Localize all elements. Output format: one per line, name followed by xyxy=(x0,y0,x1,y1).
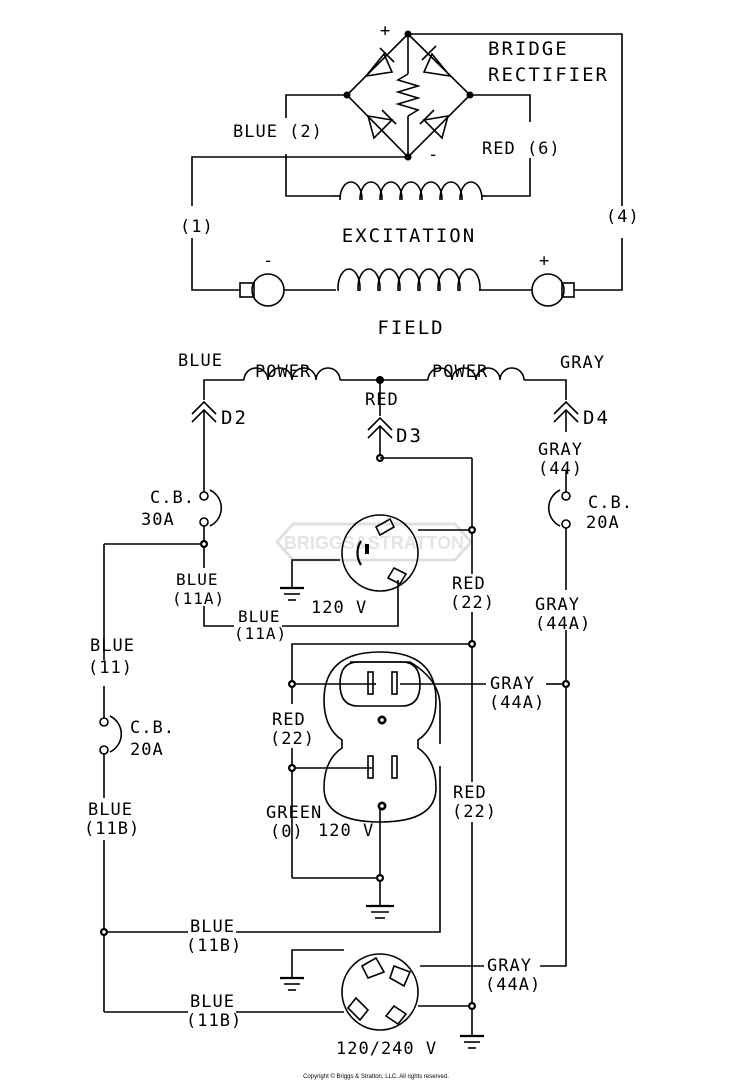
lead-red-6-label: RED (6) xyxy=(482,139,561,159)
lead-blue-2-label: BLUE (2) xyxy=(233,122,323,142)
diode-top-left xyxy=(364,47,395,78)
wire-gray-44a-top-line2: (44A) xyxy=(535,614,591,634)
field-plus-sign: + xyxy=(539,251,550,271)
lead-4-label: (4) xyxy=(606,207,640,227)
rectifier-title-line1: BRIDGE xyxy=(488,38,569,60)
connector-d2-label: D2 xyxy=(221,407,248,429)
wire-labels: GRAY (44) BLUE (11A) BLUE (11A) RED (22)… xyxy=(84,440,591,1031)
twist-lock-120-240v-label: 120/240 V xyxy=(336,1039,437,1059)
wire-blue-11b-left-line2: (11B) xyxy=(84,819,140,839)
power-windings: POWER POWER BLUE RED GRAY xyxy=(178,351,605,416)
ground-symbol-twist-lock xyxy=(280,559,340,601)
wire-gray-44a-top-line1: GRAY xyxy=(535,595,580,615)
power-lead-gray-label: GRAY xyxy=(560,353,605,373)
wire-gray-44a-bottom-line2: (44A) xyxy=(485,975,541,995)
breaker-30a: C.B. 30A xyxy=(141,488,223,544)
wire-blue-11a-top-line2: (11A) xyxy=(172,589,225,608)
twist-lock-120v-label: 120 V xyxy=(311,598,367,618)
lead-1-label: (1) xyxy=(180,217,214,237)
twist-lock-receptacle-120-240v: 120/240 V xyxy=(336,953,437,1059)
wire-gray-44a-mid-line2: (44A) xyxy=(489,693,545,713)
power-winding-left-label: POWER xyxy=(255,362,311,382)
diode-bottom-right xyxy=(419,109,450,140)
wire-red-22-right-line1: RED xyxy=(453,783,487,803)
wire-blue-11b-mid-line2: (11B) xyxy=(186,936,242,956)
cb20-left-label-line1: C.B. xyxy=(130,718,175,738)
field-circuit: - + FIELD xyxy=(191,238,623,339)
wire-green-0-line2: (0) xyxy=(270,822,304,842)
cb20-right-label-line2: 20A xyxy=(586,513,620,533)
cb30-label-line2: 30A xyxy=(141,510,175,530)
wire-red-22-right-line2: (22) xyxy=(452,802,497,822)
cb30-label-line1: C.B. xyxy=(150,488,195,508)
bridge-rectifier: + - BRIDGE RECTIFIER xyxy=(343,21,609,165)
connector-d4: D4 xyxy=(553,400,610,432)
diode-top-right xyxy=(421,45,452,78)
cb20-left-label-line2: 20A xyxy=(130,740,164,760)
wire-red-22-top-line1: RED xyxy=(452,574,486,594)
wire-red-22-left-line1: RED xyxy=(272,710,306,730)
wire-red-22-left-line2: (22) xyxy=(270,729,315,749)
power-winding-right-label: POWER xyxy=(432,362,488,382)
wire-blue-11b-bottom-line2: (11B) xyxy=(186,1011,242,1031)
cb20-right-label-line1: C.B. xyxy=(588,493,633,513)
twist-lock-receptacle-120v: 120 V xyxy=(311,514,419,618)
wire-gray-44a-bottom-line1: GRAY xyxy=(487,956,532,976)
wire-blue-11b-bottom-line1: BLUE xyxy=(190,992,235,1012)
rectifier-minus-sign: - xyxy=(428,145,439,165)
ground-symbol-red-22 xyxy=(460,1034,484,1049)
ground-symbol-120-240 xyxy=(280,949,344,991)
diode-bottom-left xyxy=(366,109,397,140)
wire-gray-44-line2: (44) xyxy=(538,459,583,479)
field-minus-sign: - xyxy=(263,251,274,271)
breaker-20a-left: C.B. 20A xyxy=(99,715,175,760)
field-label: FIELD xyxy=(377,317,444,339)
connector-d4-label: D4 xyxy=(583,407,610,429)
power-lead-blue-label: BLUE xyxy=(178,351,223,371)
duplex-receptacle-120v: 120 V xyxy=(318,651,441,841)
copyright-notice: Copyright © Briggs & Stratton, LLC. All … xyxy=(303,1073,449,1080)
wire-blue-11a-bottom-line2: (11A) xyxy=(234,624,287,643)
wiring xyxy=(100,457,570,1036)
wire-blue-11b-left-line1: BLUE xyxy=(88,800,133,820)
watermark-text: BRIGGS&STRATTON xyxy=(284,533,464,553)
excitation-leads xyxy=(191,33,623,206)
wire-blue-11-line2: (11) xyxy=(88,658,133,678)
rectifier-plus-sign: + xyxy=(380,21,391,41)
wire-blue-11a-bottom-line1: BLUE xyxy=(238,607,281,626)
excitation-coil: EXCITATION xyxy=(330,181,488,247)
wire-gray-44a-mid-line1: GRAY xyxy=(490,674,535,694)
duplex-120v-label: 120 V xyxy=(318,821,374,841)
power-lead-red-label: RED xyxy=(365,390,399,410)
connector-d3: D3 xyxy=(367,416,423,462)
wire-red-22-top-line2: (22) xyxy=(450,593,495,613)
wire-blue-11-line1: BLUE xyxy=(90,636,135,656)
wire-green-0-line1: GREEN xyxy=(266,803,322,823)
breaker-20a-right: C.B. 20A xyxy=(547,470,633,590)
connector-d3-label: D3 xyxy=(396,425,423,447)
wire-gray-44-line1: GRAY xyxy=(538,440,583,460)
wire-blue-11a-top-line1: BLUE xyxy=(176,570,219,589)
ground-symbol-duplex xyxy=(366,904,394,919)
rectifier-resistor xyxy=(395,34,421,157)
wire-blue-11b-mid-line1: BLUE xyxy=(190,917,235,937)
excitation-label: EXCITATION xyxy=(342,225,476,247)
rectifier-title-line2: RECTIFIER xyxy=(488,64,609,86)
connector-d2: D2 xyxy=(191,400,248,492)
